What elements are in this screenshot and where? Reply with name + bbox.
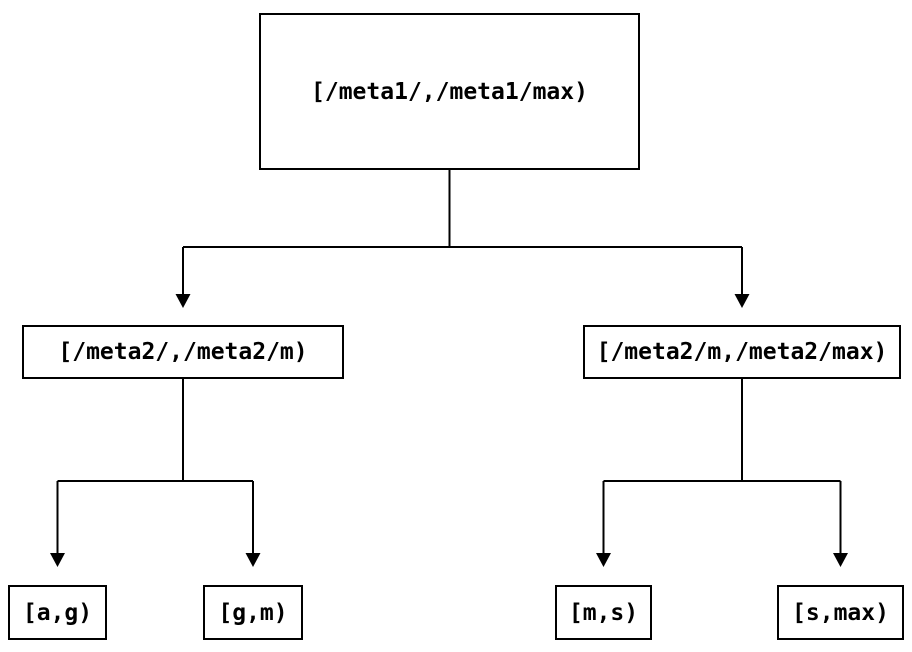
node-meta2-left: [/meta2/,/meta2/m): [22, 325, 344, 379]
node-root: [/meta1/,/meta1/max): [259, 13, 640, 170]
arrowhead-to-leaf-gm: [245, 553, 261, 567]
node-leaf-gm: [g,m): [203, 585, 303, 640]
node-leaf-smax: [s,max): [777, 585, 904, 640]
node-meta2-right-label: [/meta2/m,/meta2/max): [596, 339, 888, 365]
arrowhead-to-right: [734, 294, 750, 308]
arrowhead-to-left: [175, 294, 191, 308]
node-leaf-smax-label: [s,max): [792, 599, 889, 626]
node-leaf-ms-label: [m,s): [568, 599, 639, 626]
node-leaf-ag: [a,g): [8, 585, 107, 640]
node-leaf-ms: [m,s): [555, 585, 652, 640]
node-meta2-right: [/meta2/m,/meta2/max): [583, 325, 901, 379]
arrowhead-to-leaf-smax: [833, 553, 848, 567]
node-meta2-left-label: [/meta2/,/meta2/m): [58, 339, 308, 365]
node-leaf-ag-label: [a,g): [22, 599, 93, 626]
arrowhead-to-leaf-ms: [596, 553, 611, 567]
node-root-label: [/meta1/,/meta1/max): [311, 78, 588, 105]
node-leaf-gm-label: [g,m): [218, 599, 288, 626]
arrowhead-to-leaf-ag: [50, 553, 65, 567]
